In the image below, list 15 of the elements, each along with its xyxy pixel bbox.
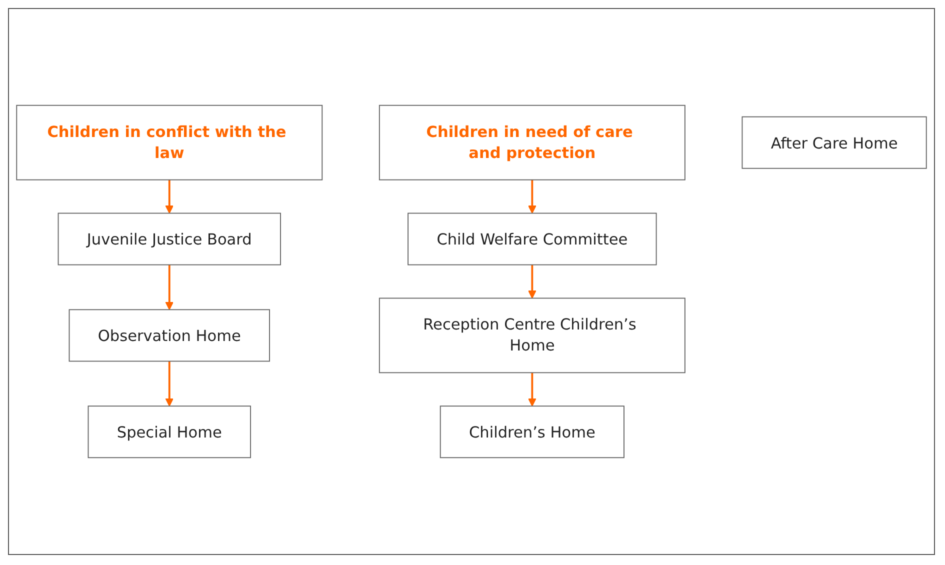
node-box: Children’s Home [440,406,624,458]
arrow [165,264,174,310]
arrow [165,361,174,406]
node-box: Observation Home [68,309,270,362]
node-box: After Care Home [742,116,927,169]
arrow [528,264,536,299]
arrow [528,372,536,406]
node-box: Children in conflict with the law [16,104,323,180]
node-box: Child Welfare Committee [408,212,657,266]
node-box: Children in need of care and protection [378,104,686,180]
node-box: Special Home [88,406,251,458]
node-box: Juvenile Justice Board [58,212,281,266]
arrow [528,180,536,214]
arrow [165,180,174,214]
node-box: Reception Centre Children’s Home [378,298,686,374]
